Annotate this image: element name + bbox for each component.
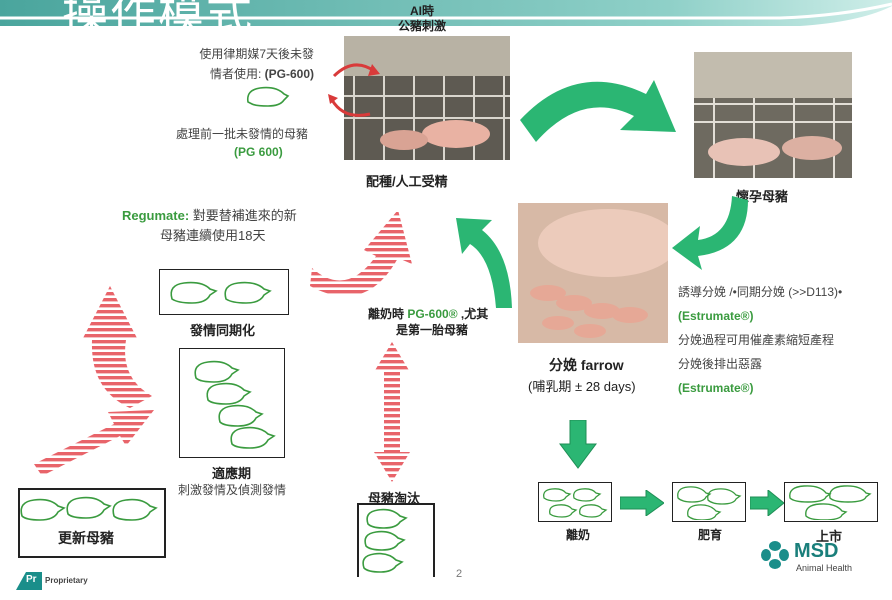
cull-box: [357, 503, 435, 577]
gilt-pigs-icon: [20, 496, 158, 521]
arrow-down-icon: [559, 420, 597, 469]
wean-pigs-icon: [543, 488, 608, 518]
gilts-label: 更新母豬: [58, 530, 114, 546]
cull-label: 母豬淘汰: [368, 491, 421, 506]
badge-text: Proprietary: [45, 576, 88, 585]
striped-arrow-curve-icon: [310, 210, 412, 296]
weaning-note: 離奶時 PG-600® ,尤其 是第一胎母豬: [368, 307, 489, 337]
adapt-sublabel: 刺激發情及偵測發情: [178, 483, 287, 497]
page-title: 操作模式: [62, 0, 254, 40]
breeding-photo: [344, 36, 510, 160]
msd-sub: Animal Health: [796, 563, 853, 573]
pig-stack-icon: [194, 360, 276, 449]
arrow-to-breeding-icon: [456, 218, 512, 308]
proprietary-badge: Pr Proprietary: [16, 572, 96, 590]
pig-icon: [246, 86, 290, 107]
striped-arrow-up-icon: [82, 286, 152, 408]
striped-arrow-diagonal-icon: [34, 410, 154, 476]
header-banner: [0, 0, 892, 26]
pregnant-sow-photo: [694, 52, 852, 178]
page-number: 2: [456, 568, 463, 580]
arrow-to-pregnant-icon: [520, 80, 676, 142]
arrow-right-icon: [620, 490, 664, 516]
msd-logo-icon: [761, 541, 789, 569]
regumate-note: Regumate: 對要替補進來的新 母豬連續使用18天: [122, 208, 297, 243]
wean-label: 離奶: [566, 528, 591, 542]
sync-label: 發情同期化: [190, 323, 256, 338]
farrow-sublabel: (哺乳期 ± 28 days): [528, 379, 636, 394]
pig-pair-icon: [170, 281, 272, 304]
badge-pr: Pr: [26, 574, 37, 585]
market-pigs-icon: [789, 485, 872, 520]
msd-brand: MSD: [794, 540, 839, 562]
farrow-label: 分娩 farrow: [549, 357, 624, 373]
farrow-photo: [518, 203, 668, 343]
adapt-label: 適應期: [212, 466, 252, 481]
breeding-label: 配種/人工受精: [366, 174, 448, 189]
grow-label: 肥育: [698, 528, 723, 542]
arrow-to-farrow-icon: [672, 196, 748, 270]
striped-arrow-updown-icon: [374, 342, 410, 482]
market-label: 上市: [816, 529, 843, 544]
cycle-arrows-icon: [328, 63, 380, 117]
cull-pigs-icon: [362, 508, 408, 573]
pregnant-label: 懷孕母豬: [736, 189, 789, 204]
ai-boar-stimulation-label: AI時 公豬刺激: [397, 4, 446, 33]
grow-pigs-icon: [677, 486, 742, 520]
breeding-note-1: 使用律期媒7天後未發 情者使用: (PG-600): [199, 47, 314, 81]
arrow-right-2-icon: [750, 490, 784, 516]
breeding-note-2: 處理前一批未發情的母豬 (PG 600): [176, 127, 309, 159]
farrow-notes: 誘導分娩 /•同期分娩 (>>D113)• (Estrumate®) 分娩過程可…: [678, 285, 843, 395]
